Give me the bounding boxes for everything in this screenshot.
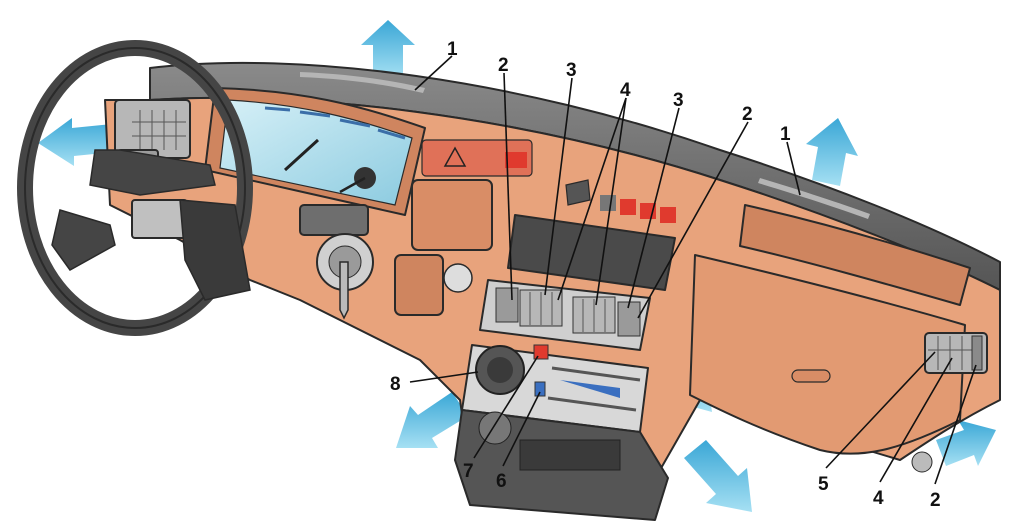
cigarette-lighter — [443, 263, 473, 293]
center-vent-left — [495, 287, 563, 327]
ignition-key — [339, 261, 349, 320]
airflow-arrow-right-side — [936, 420, 996, 466]
tachometer-needle — [339, 176, 366, 194]
cluster-scale-marks — [264, 106, 406, 140]
callout-4-side-vent: 4 — [873, 488, 884, 509]
storage-pocket-lower — [394, 254, 444, 316]
console-tray — [519, 439, 621, 471]
callout-1-windshield-right: 1 — [780, 124, 791, 145]
callout-8-fan-switch: 8 — [390, 374, 401, 395]
steering-wheel-spoke-lower — [51, 209, 116, 271]
fuse-panel — [131, 199, 188, 239]
speedometer-needle — [283, 138, 320, 172]
warning-lights-panel — [421, 139, 533, 177]
air-distribution-slot-upper — [551, 366, 641, 382]
callout-leaders — [409, 55, 977, 485]
steering-wheel-spoke-upper — [89, 149, 216, 196]
heater-indicator-lamp — [533, 344, 549, 360]
callout-6-lever: 6 — [496, 471, 507, 492]
right-panel-bolt — [911, 451, 933, 473]
airflow-arrow-top-left — [361, 20, 415, 78]
heater-fan-switch-center — [487, 357, 513, 383]
hazard-warning-icon — [443, 146, 467, 167]
steering-wheel — [17, 40, 253, 336]
callout-3-center-right: 3 — [673, 90, 684, 111]
callout-2-center-right: 2 — [742, 104, 753, 125]
airflow-arrow-lower-right — [684, 440, 752, 512]
steering-column-shroud — [299, 204, 369, 236]
windshield-vent-strip-left — [300, 72, 425, 93]
callout-2-center-left: 2 — [498, 55, 509, 76]
center-vent-right — [572, 296, 641, 337]
callout-4-center: 4 — [620, 80, 631, 101]
heater-valve-lever — [534, 381, 546, 397]
right-side-vent-deflector — [971, 335, 983, 371]
callout-5-side-vent: 5 — [818, 474, 829, 495]
glove-box — [689, 254, 966, 455]
airflow-arrow-lower-left — [396, 392, 468, 448]
temperature-scale-wedge — [560, 380, 620, 398]
airflow-arrow-top-right — [806, 118, 858, 186]
warning-indicator-red — [505, 152, 527, 168]
steering-wheel-hub — [179, 199, 251, 301]
glove-box-upper-shelf — [739, 204, 971, 306]
glove-box-handle — [791, 369, 831, 383]
airflow-arrow-left-side — [38, 118, 114, 166]
hazard-switch — [565, 179, 591, 206]
right-side-vent-grille — [928, 336, 974, 370]
console-speaker — [478, 411, 512, 445]
callout-3-center-left: 3 — [566, 60, 577, 81]
windshield-vent-strip-right — [758, 178, 870, 219]
air-distribution-slot-lower — [547, 396, 637, 412]
callout-2-side-vent: 2 — [930, 490, 941, 511]
left-side-vent-grille — [132, 110, 186, 150]
callout-7-indicator: 7 — [463, 461, 474, 482]
callout-numbers: 1 2 3 4 3 2 1 8 7 6 5 4 2 — [390, 39, 941, 511]
callout-1-windshield-left: 1 — [447, 39, 458, 60]
storage-pocket-upper — [411, 179, 493, 251]
